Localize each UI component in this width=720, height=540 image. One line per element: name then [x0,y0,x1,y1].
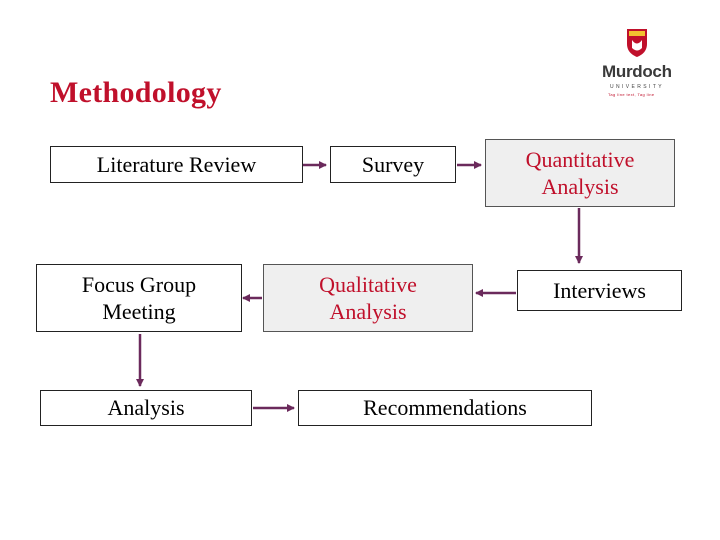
node-label: Quantitative Analysis [525,146,635,200]
node-label: Focus Group Meeting [81,271,197,325]
logo-tagline: Tag line text, Tag line [608,92,655,97]
node-interviews: Interviews [517,270,682,311]
node-label: Recommendations [363,395,527,421]
node-recommendations: Recommendations [298,390,592,426]
node-label: Survey [361,151,425,177]
murdoch-crest-icon [627,29,647,57]
node-analysis: Analysis [40,390,252,426]
node-literature-review: Literature Review [50,146,303,183]
logo-wordmark: Murdoch [602,62,672,81]
node-quantitative-analysis: Quantitative Analysis [485,139,675,207]
murdoch-logo: Murdoch UNIVERSITY Tag line text, Tag li… [598,28,682,100]
node-label: Interviews [553,277,646,303]
node-label: Literature Review [96,151,257,177]
node-label: Qualitative Analysis [319,271,417,325]
node-label: Analysis [107,395,185,421]
node-survey: Survey [330,146,456,183]
logo-subname: UNIVERSITY [610,84,665,90]
node-focus-group-meeting: Focus Group Meeting [36,264,242,332]
page-title: Methodology [50,76,222,109]
node-qualitative-analysis: Qualitative Analysis [263,264,473,332]
